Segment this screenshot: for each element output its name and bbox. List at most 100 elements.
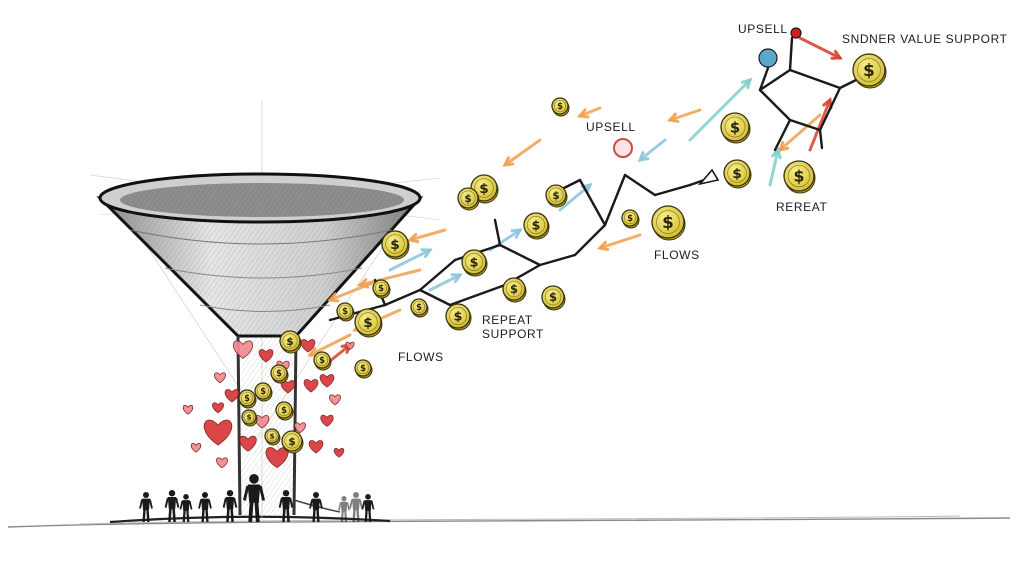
coin-icon: $ [372,279,391,299]
arrow-icon [406,228,447,244]
svg-text:$: $ [863,60,875,80]
coin-icon: $ [523,212,550,240]
coin-icon: $ [621,209,640,229]
person-icon [164,490,180,523]
coin-icon: $ [254,382,273,402]
heart-icon [258,349,274,363]
person-icon [278,490,294,523]
bond-line [818,86,842,132]
heart-icon [182,405,194,415]
bond-line [573,223,607,257]
coin-icon: $ [381,230,410,260]
person-icon [309,492,323,523]
svg-text:$: $ [319,355,325,365]
coin-icon: $ [264,428,281,446]
heart-icon [214,372,226,384]
heart-icon [239,435,257,452]
person-icon [349,492,363,523]
arrow-icon [798,36,843,60]
chain-arrowhead-icon [697,168,720,186]
arrow-icon [688,77,753,142]
label-rereat: REREAT [776,200,828,214]
bond-line [418,288,452,307]
svg-text:$: $ [269,432,274,441]
bond-line [578,178,607,227]
coin-icon: $ [651,205,686,241]
bond-line [538,253,577,267]
arrow-icon [356,268,422,289]
person-icon [139,492,153,523]
svg-text:$: $ [510,282,518,296]
coin-icon: $ [336,302,355,322]
svg-text:$: $ [260,386,266,396]
arrow-icon [777,113,822,153]
bond-line [493,218,502,247]
svg-text:$: $ [557,101,563,111]
coin-icon: $ [241,409,258,427]
bond-line [758,68,792,92]
heart-icon [203,419,233,446]
coin-icon: $ [551,97,570,117]
svg-text:$: $ [281,405,287,415]
svg-text:$: $ [627,213,633,223]
svg-text:$: $ [244,393,250,403]
svg-text:$: $ [794,167,805,186]
svg-text:$: $ [464,193,471,205]
heart-icon [190,443,202,453]
svg-text:$: $ [360,363,366,373]
arrow-icon [428,273,463,292]
label-upsell-mid: UPSELL [586,120,636,134]
molecule-nodes [613,27,802,158]
hearts [182,339,355,469]
svg-text:$: $ [552,190,559,202]
coin-icon: $ [410,298,429,318]
label-flows-low: FLOWS [398,350,444,364]
svg-text:$: $ [378,283,384,293]
coin-icon: $ [545,184,568,208]
heart-icon [224,389,240,403]
coin-icon: $ [783,160,816,194]
arrow-icon [502,138,542,167]
molecule-bonds [328,36,862,322]
coin-icon: $ [354,308,383,338]
arrow-icon [768,146,782,187]
coin-icon: $ [461,249,488,277]
node-sphere-icon [790,27,802,39]
svg-text:$: $ [532,218,541,233]
heart-icon [319,374,335,388]
coin-icon: $ [723,159,752,189]
heart-icon [280,380,296,394]
coin-icon: $ [502,277,527,303]
funnel [96,172,424,516]
svg-text:$: $ [454,309,463,324]
heart-icon [303,379,319,393]
arrow-icon [388,248,433,272]
svg-text:$: $ [549,290,557,304]
label-upsell-top: UPSELL [738,22,788,36]
heart-icon [308,440,324,454]
person-icon [338,496,350,523]
heart-icon [329,394,341,406]
svg-text:$: $ [363,315,373,331]
node-ring-icon [613,138,633,158]
label-flows-mid: FLOWS [654,248,700,262]
heart-icon [294,422,306,434]
arrow-icon [597,233,642,251]
people-crowd [139,474,375,523]
person-icon [198,492,212,523]
person-icon [179,494,193,523]
coin-icon: $ [720,112,751,144]
label-value-support: SNDNER VALUE SUPPORT [842,32,1008,46]
ground-line [7,515,1011,528]
coins: $$$$$$$$$$$$$$$$$$$$$$$$$$$$$$ [238,53,887,454]
bond-line [818,128,824,150]
person-icon [222,490,238,523]
arrow-icon [577,106,602,119]
svg-text:$: $ [390,237,400,253]
coin-icon: $ [541,285,566,311]
svg-text:$: $ [479,181,489,197]
heart-icon [300,339,316,353]
bond-line [788,36,794,72]
coin-icon: $ [281,430,304,454]
bond-line [653,183,692,197]
